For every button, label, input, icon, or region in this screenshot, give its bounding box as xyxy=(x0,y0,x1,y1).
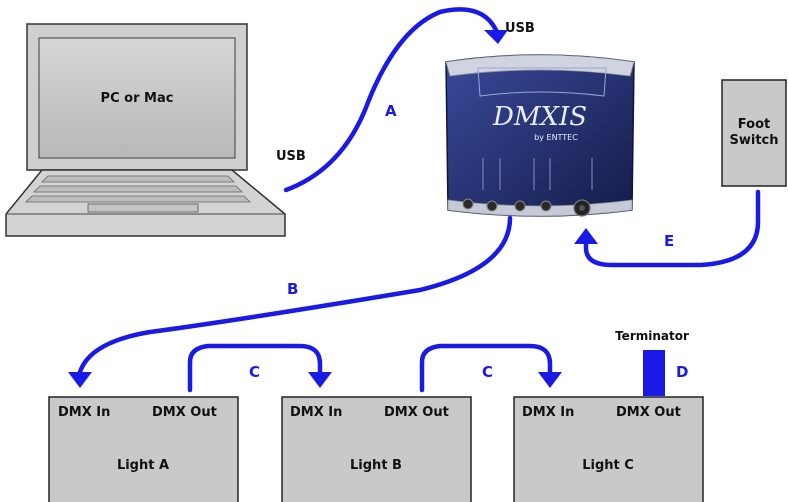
foot-switch-box xyxy=(721,79,787,187)
cable-b-label: B xyxy=(287,280,298,298)
foot-switch-label-line1: Foot xyxy=(738,117,770,132)
cable-a-label: A xyxy=(385,102,397,120)
cable-a-arrowhead xyxy=(484,30,508,44)
cable-c2 xyxy=(419,343,553,393)
cable-e-arrowhead xyxy=(574,228,598,244)
light-c-dmx-out-label: DMX Out xyxy=(616,405,681,420)
light-b-dmx-out-label: DMX Out xyxy=(384,405,449,420)
cable-e xyxy=(583,189,761,268)
light-c-dmx-in-label: DMX In xyxy=(522,405,574,420)
light-b-name: Light B xyxy=(350,458,402,473)
cable-c1-arrowhead xyxy=(308,372,332,388)
laptop-icon xyxy=(5,23,286,237)
light-a-dmx-out-label: DMX Out xyxy=(152,405,217,420)
light-a-dmx-in-label: DMX In xyxy=(58,405,110,420)
interface-usb-label: USB xyxy=(505,21,535,36)
dmxis-brand-text: DMXIS xyxy=(492,102,587,132)
computer-label: PC or Mac xyxy=(101,91,174,106)
light-b-dmx-in-label: DMX In xyxy=(290,405,342,420)
cable-d-label: D xyxy=(676,363,688,381)
foot-switch-label-line2: Switch xyxy=(729,133,778,148)
cable-b-arrowhead xyxy=(68,372,92,388)
computer-usb-label: USB xyxy=(276,149,306,164)
light-c-box: DMX In DMX Out Light C xyxy=(513,396,704,502)
cable-a xyxy=(283,7,499,193)
light-a-name: Light A xyxy=(117,458,169,473)
light-b-box: DMX In DMX Out Light B xyxy=(281,396,472,502)
cable-c2-arrowhead xyxy=(538,372,562,388)
light-a-box: DMX In DMX Out Light A xyxy=(48,396,239,502)
terminator-label: Terminator xyxy=(615,329,689,343)
light-c-name: Light C xyxy=(582,458,634,473)
dmxis-interface-icon xyxy=(445,54,635,217)
terminator-plug xyxy=(643,350,665,396)
cable-e-label: E xyxy=(664,232,674,250)
cable-c1-label: C xyxy=(249,363,260,381)
cable-c2-label: C xyxy=(482,363,493,381)
dmxis-brand-subtext: by ENTTEC xyxy=(534,133,578,142)
cable-c1 xyxy=(187,343,323,393)
cable-b xyxy=(77,215,513,375)
